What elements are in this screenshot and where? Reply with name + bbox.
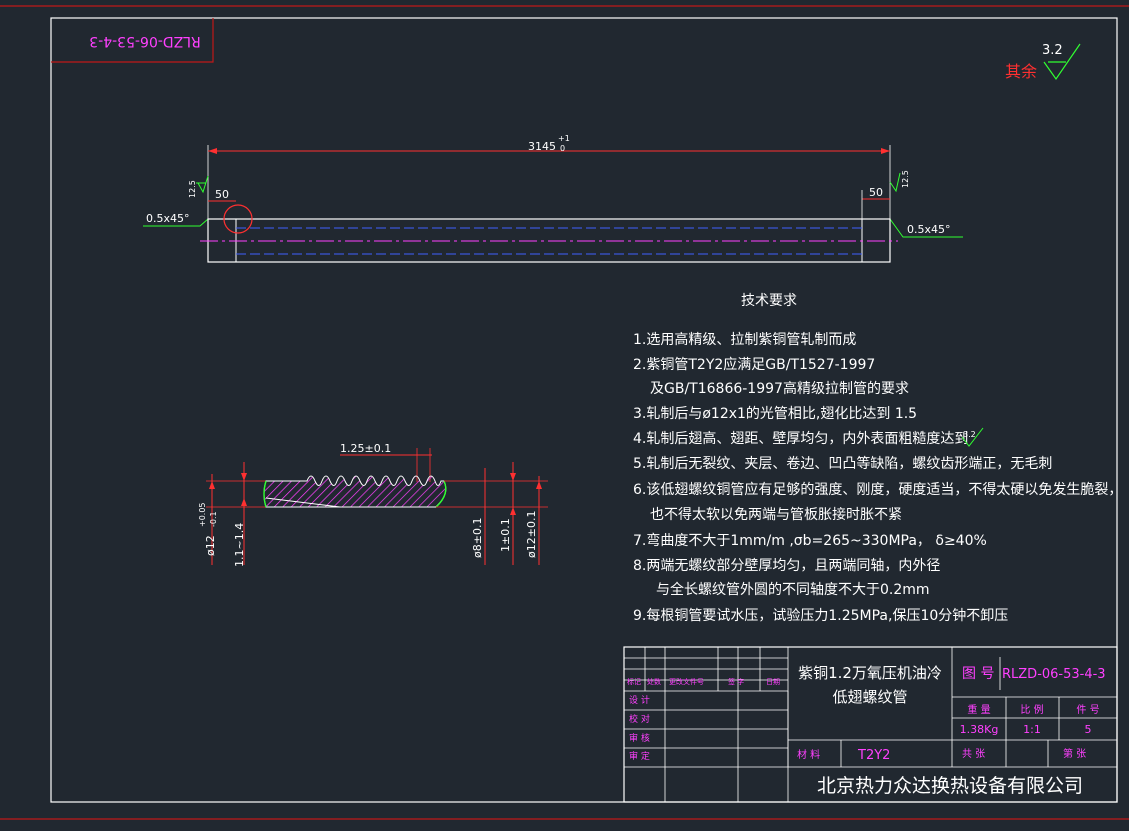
wall-thickness-dim: 1±0.1 <box>499 518 512 552</box>
roughness-symbol-icon <box>1043 43 1081 81</box>
roughness-note-value: 3.2 <box>1042 43 1063 58</box>
role-label: 设 计 <box>629 694 650 706</box>
material-label: 材 料 <box>797 748 820 761</box>
overall-length-dim: 3145 <box>528 140 556 153</box>
drawing-no-value: RLZD-06-53-4-3 <box>1002 667 1106 682</box>
weight-value: 1.38Kg <box>960 723 999 736</box>
overall-length-tol-lower: 0 <box>560 144 565 153</box>
role-label: 审 定 <box>629 750 650 762</box>
groove-depth-dim: 1.1~1.4 <box>233 523 246 567</box>
part-name-line1: 紫铜1.2万氧压机油冷 <box>798 664 942 682</box>
chamfer-right-dim: 0.5x45° <box>907 223 951 236</box>
qty-value: 5 <box>1085 723 1092 736</box>
drawing-no-label: 图 号 <box>962 666 994 682</box>
end-length-right-dim: 50 <box>869 186 883 199</box>
tech-req-item: 及GB/T16866-1997高精级拉制管的要求 <box>650 380 909 397</box>
rev-header: 处数 <box>647 677 661 686</box>
title-block: 标记 处数 更改文件号 签 字 日期 设 计 校 对 审 核 审 定 紫铜1.2… <box>623 646 1118 803</box>
outer-dia-dim: ø12 <box>204 535 217 556</box>
tech-req-item: 3.轧制后与ø12x1的光管相比,翅化比达到 1.5 <box>633 406 917 422</box>
pitch-dim: 1.25±0.1 <box>340 442 391 455</box>
tech-req-item: 7.弯曲度不大于1mm/m ,σb=265~330MPa， δ≥40% <box>633 532 987 549</box>
thread-section-hatch <box>263 475 447 508</box>
left-end-roughness-value: 12.5 <box>188 180 197 198</box>
part-name-line2: 低翅螺纹管 <box>832 688 907 706</box>
outer-dia-tol-upper: +0.05 <box>198 502 207 527</box>
roughness-note: 其余 3.2 <box>1005 43 1081 81</box>
right-end-roughness-icon <box>889 172 901 193</box>
role-label: 校 对 <box>629 713 650 725</box>
tech-req-roughness-icon <box>961 427 984 447</box>
right-end-roughness-value: 12.5 <box>901 170 910 188</box>
thread-detail-view: 1.25±0.1 ø12 +0.05 -0.1 1.1~1.4 ø8±0.1 1… <box>198 442 548 567</box>
tech-req-item: 4.轧制后翅高、翅距、壁厚均匀，内外表面粗糙度达到 <box>633 430 968 447</box>
tech-req-item: 也不得太软以免两端与管板胀接时胀不紧 <box>650 506 902 523</box>
roughness-note-label: 其余 <box>1005 62 1037 81</box>
left-end-roughness-icon <box>197 175 209 194</box>
rev-header: 签 字 <box>728 677 744 686</box>
detail-circle <box>223 204 253 234</box>
scale-label: 比 例 <box>1020 703 1043 716</box>
tube-main-view: 3145 +1 0 50 50 12.5 12.5 0.5x45° 0.5x45… <box>143 134 963 263</box>
weight-label: 重 量 <box>967 703 990 716</box>
code-box-text: RLZD-06-53-4-3 <box>89 33 201 49</box>
role-label: 审 核 <box>629 732 650 744</box>
tech-req-item: 与全长螺纹管外圆的不同轴度不大于0.2mm <box>656 581 930 598</box>
tech-req-item: 8.两端无螺纹部分壁厚均匀，且两端同轴，内外径 <box>633 558 940 574</box>
end-length-left-dim: 50 <box>215 188 229 201</box>
tech-req-item: 6.该低翅螺纹铜管应有足够的强度、刚度，硬度适当，不得太硬以免发生脆裂， <box>633 481 1122 498</box>
tech-req-item: 9.每根铜管要试水压，试验压力1.25MPa,保压10分钟不卸压 <box>633 607 1008 624</box>
company-name: 北京热力众达换热设备有限公司 <box>817 775 1083 797</box>
tech-req-item4-roughness: 3.2 <box>963 430 976 439</box>
tech-req-item: 2.紫铜管T2Y2应满足GB/T1527-1997 <box>633 356 875 373</box>
qty-label: 件 号 <box>1076 704 1099 716</box>
sheet-outer-border <box>0 5 1129 820</box>
rev-header: 标记 <box>627 677 641 686</box>
material-value: T2Y2 <box>857 748 890 763</box>
sheets-total-label: 共 张 <box>962 748 985 760</box>
drawing-frame <box>50 17 1118 803</box>
code-box-top-left: RLZD-06-53-4-3 <box>51 18 214 63</box>
chamfer-left-dim: 0.5x45° <box>146 212 190 225</box>
technical-requirements: 技术要求 1.选用高精级、拉制紫铜管轧制而成 2.紫铜管T2Y2应满足GB/T1… <box>633 293 1122 624</box>
overall-length-tol-upper: +1 <box>558 134 570 143</box>
tech-req-item: 1.选用高精级、拉制紫铜管轧制而成 <box>633 331 856 348</box>
tech-req-item: 5.轧制后无裂纹、夹层、卷边、凹凸等缺陷，螺纹齿形端正，无毛刺 <box>633 455 1052 472</box>
rev-header: 更改文件号 <box>669 677 704 686</box>
outer-dia-right-dim: ø12±0.1 <box>525 511 538 558</box>
outer-dia-tol-lower: -0.1 <box>209 511 218 527</box>
rev-header: 日期 <box>766 678 780 686</box>
tech-req-title: 技术要求 <box>741 293 797 309</box>
scale-value: 1:1 <box>1023 723 1041 736</box>
inner-dia-dim: ø8±0.1 <box>471 518 484 558</box>
sheet-no-label: 第 张 <box>1063 747 1086 760</box>
